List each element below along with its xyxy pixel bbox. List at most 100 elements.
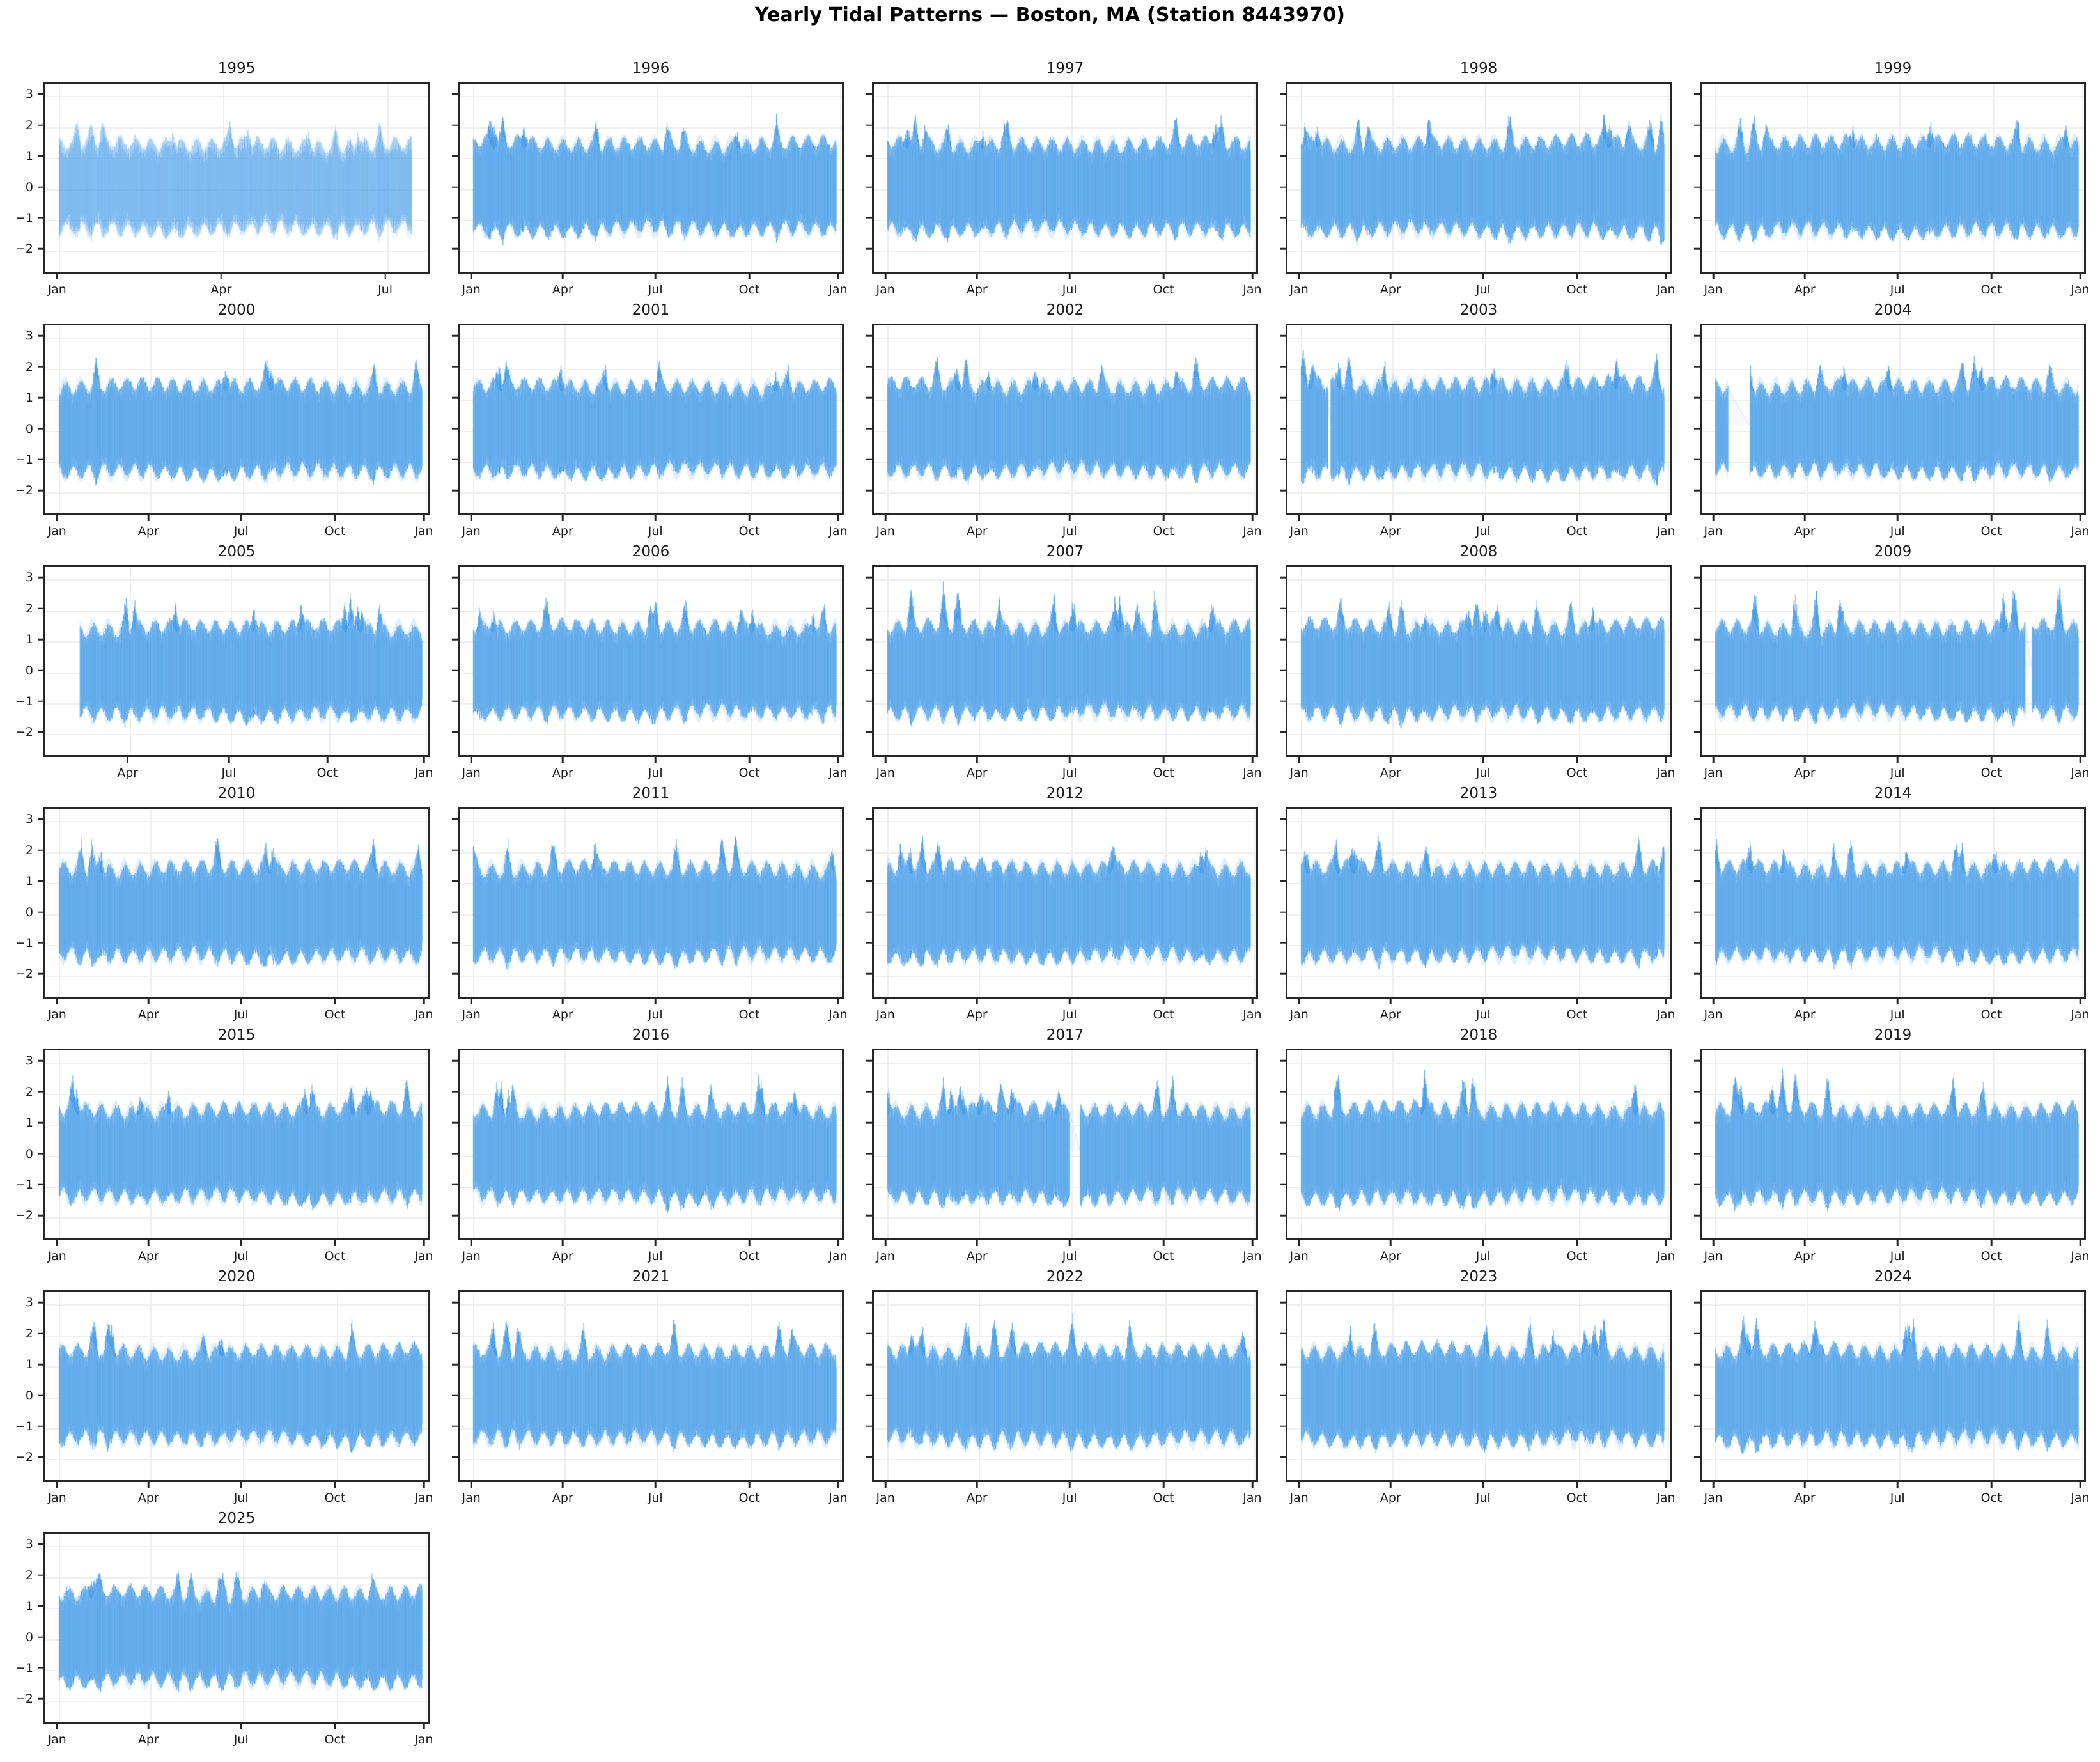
y-tick-mark — [1694, 1153, 1700, 1155]
x-tick-mark — [56, 1482, 58, 1488]
x-tick-mark — [1990, 515, 1993, 521]
y-tick-mark — [1694, 366, 1700, 368]
y-tick-mark — [1694, 186, 1700, 188]
y-tick-mark — [38, 1605, 43, 1607]
x-tick-mark — [1162, 1240, 1165, 1246]
subplot-title: 2016 — [632, 1027, 670, 1043]
x-tick-label: Apr — [966, 1008, 988, 1022]
x-tick-label: Apr — [1380, 283, 1401, 297]
y-tick-mark — [1280, 880, 1286, 882]
y-tick-label: 2 — [25, 843, 33, 857]
y-tick-mark — [1280, 1394, 1286, 1396]
x-tick-mark — [147, 1482, 150, 1488]
y-tick-mark — [866, 731, 872, 733]
y-tick-label: 2 — [25, 359, 33, 374]
x-tick-mark — [1068, 999, 1071, 1004]
x-tick-mark — [561, 1482, 564, 1488]
x-tick-mark — [1896, 999, 1899, 1004]
x-tick-label: Jan — [876, 524, 895, 538]
x-tick-label: Jul — [233, 1008, 249, 1022]
y-tick-mark — [452, 186, 458, 188]
x-tick-mark — [1068, 274, 1071, 279]
x-tick-label: Jan — [1289, 1249, 1309, 1263]
y-tick-label: −2 — [15, 1692, 33, 1706]
y-tick-label: 0 — [25, 421, 33, 436]
x-tick-label: Jan — [876, 1249, 895, 1263]
subplot-title: 2013 — [1459, 785, 1498, 802]
x-tick-mark — [1298, 1240, 1300, 1246]
x-tick-label: Jul — [1890, 1249, 1905, 1263]
y-tick-mark — [1280, 489, 1286, 492]
y-tick-label: −1 — [15, 694, 33, 708]
y-tick-mark — [1280, 124, 1286, 127]
tide-series-2002 — [874, 325, 1256, 513]
y-tick-mark — [1280, 366, 1286, 368]
y-tick-mark — [1694, 911, 1700, 913]
y-tick-mark — [1694, 1183, 1700, 1186]
plot-area-2021 — [458, 1290, 844, 1482]
y-tick-mark — [452, 1121, 458, 1124]
x-tick-label: Jan — [828, 524, 848, 538]
x-tick-mark — [1389, 515, 1392, 521]
x-tick-label: Jan — [1656, 1491, 1676, 1505]
x-tick-label: Apr — [966, 1491, 988, 1505]
y-tick-mark — [1280, 638, 1286, 641]
y-tick-mark — [866, 1091, 872, 1093]
x-tick-label: Jan — [2071, 1491, 2090, 1505]
plot-area-2019 — [1700, 1049, 2086, 1240]
y-tick-label: −1 — [15, 210, 33, 225]
y-tick-mark — [1694, 247, 1700, 250]
y-tick-mark — [38, 700, 43, 703]
x-tick-label: Jan — [1289, 1008, 1309, 1022]
x-tick-label: Apr — [1794, 283, 1816, 297]
x-tick-mark — [1803, 515, 1806, 521]
plot-area-2006 — [458, 565, 844, 757]
y-tick-label: 2 — [25, 601, 33, 616]
y-tick-mark — [452, 1302, 458, 1304]
x-tick-label: Jan — [1704, 524, 1723, 538]
y-tick-label: 0 — [25, 1388, 33, 1403]
y-tick-mark — [452, 731, 458, 733]
x-tick-label: Oct — [1566, 766, 1588, 780]
subplot-title: 2009 — [1874, 543, 1912, 560]
y-tick-mark — [38, 1425, 43, 1428]
y-tick-mark — [1280, 247, 1286, 250]
y-tick-label: 1 — [25, 1599, 33, 1614]
x-tick-label: Jul — [648, 1249, 663, 1263]
y-tick-mark — [452, 700, 458, 703]
plot-area-2014 — [1700, 807, 2086, 999]
x-tick-mark — [1389, 999, 1392, 1004]
x-tick-mark — [334, 1240, 336, 1246]
x-tick-label: Jan — [1656, 766, 1676, 780]
x-tick-mark — [334, 515, 336, 521]
x-tick-label: Oct — [738, 283, 760, 297]
x-tick-label: Apr — [137, 1491, 159, 1505]
y-tick-mark — [866, 366, 872, 368]
x-tick-label: Jan — [462, 1249, 481, 1263]
y-tick-mark — [1280, 1091, 1286, 1093]
y-tick-mark — [452, 669, 458, 671]
y-tick-mark — [1694, 1302, 1700, 1304]
x-tick-mark — [1990, 757, 1993, 763]
y-tick-mark — [38, 335, 43, 337]
y-tick-mark — [866, 818, 872, 820]
subplot-title: 2005 — [217, 543, 256, 560]
x-tick-mark — [1389, 1482, 1392, 1488]
y-tick-mark — [38, 155, 43, 157]
x-tick-label: Jul — [233, 1249, 249, 1263]
y-tick-mark — [866, 186, 872, 188]
tide-series-2021 — [460, 1292, 842, 1480]
y-tick-mark — [38, 669, 43, 671]
x-tick-label: Oct — [738, 1491, 760, 1505]
y-tick-mark — [1694, 428, 1700, 430]
x-tick-mark — [1298, 757, 1300, 763]
x-tick-label: Jan — [47, 1733, 66, 1747]
x-tick-label: Oct — [1566, 283, 1588, 297]
plot-area-2000 — [43, 324, 430, 515]
y-tick-label: −2 — [15, 725, 33, 740]
subplot-title: 2001 — [632, 302, 670, 318]
